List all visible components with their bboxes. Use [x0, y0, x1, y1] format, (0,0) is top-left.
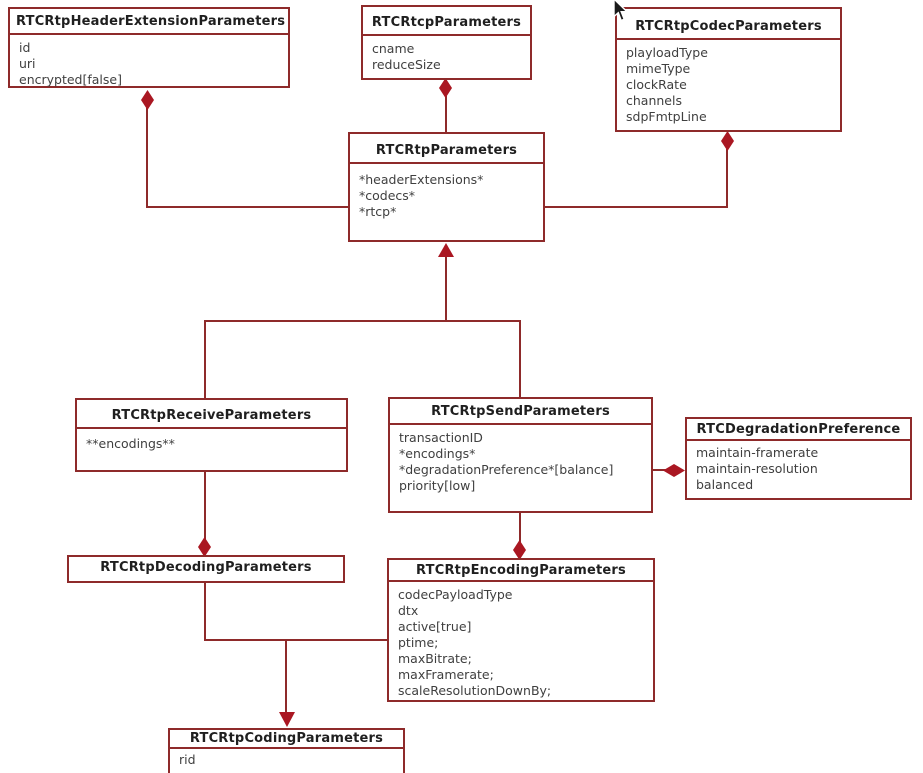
aggregation-diamond-icon	[663, 464, 685, 477]
class-box-rtcrtpparameters[interactable]: RTCRtpParameters *headerExtensions* *cod…	[348, 132, 545, 242]
class-attributes: cname reduceSize	[363, 36, 530, 78]
connector-receive-rtp	[204, 320, 206, 400]
attribute: maxBitrate;	[398, 651, 472, 666]
class-title: RTCRtpParameters	[350, 134, 543, 164]
class-box-rtcrtpcodecparameters[interactable]: RTCRtpCodecParameters playloadType mimeT…	[615, 7, 842, 132]
class-box-rtcrtpreceiveparameters[interactable]: RTCRtpReceiveParameters **encodings**	[75, 398, 348, 472]
connector-inheritance-rtp	[204, 320, 521, 322]
attribute: codecPayloadType	[398, 587, 513, 602]
attribute: maintain-framerate	[696, 445, 819, 460]
class-attributes: transactionID *encodings* *degradationPr…	[390, 425, 651, 499]
attribute: channels	[626, 93, 682, 108]
class-title: RTCRtcpParameters	[363, 7, 530, 36]
connector-decoding-coding	[204, 581, 206, 641]
class-box-rtcrtpcodingparameters[interactable]: RTCRtpCodingParameters rid	[168, 728, 405, 773]
aggregation-diamond-icon	[439, 78, 452, 98]
attribute: scaleResolutionDownBy;	[398, 683, 552, 698]
connector-receive-decoding	[204, 470, 206, 542]
attribute: priority[low]	[399, 478, 476, 493]
aggregation-diamond-icon	[513, 540, 526, 560]
class-box-rtcrtpsendparameters[interactable]: RTCRtpSendParameters transactionID *enco…	[388, 397, 653, 513]
connector-codec-rtp	[544, 206, 728, 208]
attribute: playloadType	[626, 45, 708, 60]
class-title: RTCRtpDecodingParameters	[100, 560, 312, 575]
class-title: RTCDegradationPreference	[687, 419, 910, 441]
inheritance-arrow-icon	[438, 243, 454, 257]
attribute: encrypted[false]	[19, 72, 122, 87]
aggregation-diamond-icon	[141, 90, 154, 110]
attribute: *headerExtensions*	[359, 172, 484, 187]
class-attributes: codecPayloadType dtx active[true] ptime;…	[389, 582, 653, 704]
class-box-rtcrtpheaderextensionparameters[interactable]: RTCRtpHeaderExtensionParameters id uri e…	[8, 7, 290, 88]
class-attributes: *headerExtensions* *codecs* *rtcp*	[350, 164, 543, 225]
class-box-rtcrtpencodingparameters[interactable]: RTCRtpEncodingParameters codecPayloadTyp…	[387, 558, 655, 702]
class-title: RTCRtpCodecParameters	[617, 9, 840, 40]
connector-send-degradation	[651, 469, 671, 471]
attribute: cname	[372, 41, 415, 56]
class-title: RTCRtpCodingParameters	[170, 730, 403, 749]
class-attributes: **encodings**	[77, 429, 346, 457]
attribute: mimeType	[626, 61, 691, 76]
attribute: ptime;	[398, 635, 439, 650]
connector-send-encoding	[519, 511, 521, 545]
attribute: *encodings*	[399, 446, 476, 461]
class-box-rtcrtpdecodingparameters[interactable]: RTCRtpDecodingParameters	[67, 555, 345, 583]
class-attributes: playloadType mimeType clockRate channels…	[617, 40, 840, 130]
attribute: dtx	[398, 603, 419, 618]
inheritance-arrow-icon	[279, 712, 295, 727]
connector-headerextension-rtp	[146, 206, 349, 208]
aggregation-diamond-icon	[198, 537, 211, 557]
class-attributes: rid	[170, 749, 403, 773]
class-title: RTCRtpReceiveParameters	[77, 400, 346, 429]
connector-send-rtp	[519, 320, 521, 399]
connector-to-coding	[285, 639, 287, 714]
attribute: rid	[179, 752, 196, 767]
attribute: **encodings**	[86, 436, 175, 451]
attribute: clockRate	[626, 77, 687, 92]
attribute: id	[19, 40, 31, 55]
attribute: active[true]	[398, 619, 472, 634]
class-attributes: id uri encrypted[false]	[10, 35, 288, 93]
attribute: transactionID	[399, 430, 483, 445]
attribute: uri	[19, 56, 36, 71]
class-box-rtcrtcpparameters[interactable]: RTCRtcpParameters cname reduceSize	[361, 5, 532, 80]
attribute: balanced	[696, 477, 754, 492]
connector-codec-rtp	[726, 149, 728, 208]
class-title: RTCRtpSendParameters	[390, 399, 651, 425]
mouse-cursor-icon	[613, 0, 629, 22]
connector-headerextension-rtp	[146, 108, 148, 208]
class-title: RTCRtpHeaderExtensionParameters	[10, 9, 288, 35]
connector-decoding-encoding-coding	[204, 639, 389, 641]
attribute: *codecs*	[359, 188, 416, 203]
aggregation-diamond-icon	[721, 131, 734, 151]
connector-inheritance-rtp	[445, 255, 447, 322]
connector-rtcp-rtp	[445, 96, 447, 134]
attribute: maintain-resolution	[696, 461, 818, 476]
attribute: sdpFmtpLine	[626, 109, 707, 124]
attribute: reduceSize	[372, 57, 441, 72]
attribute: *degradationPreference*[balance]	[399, 462, 614, 477]
class-attributes: maintain-framerate maintain-resolution b…	[687, 441, 910, 498]
attribute: maxFramerate;	[398, 667, 494, 682]
class-title: RTCRtpEncodingParameters	[389, 560, 653, 582]
class-box-rtcdegradationpreference[interactable]: RTCDegradationPreference maintain-framer…	[685, 417, 912, 500]
attribute: *rtcp*	[359, 204, 397, 219]
